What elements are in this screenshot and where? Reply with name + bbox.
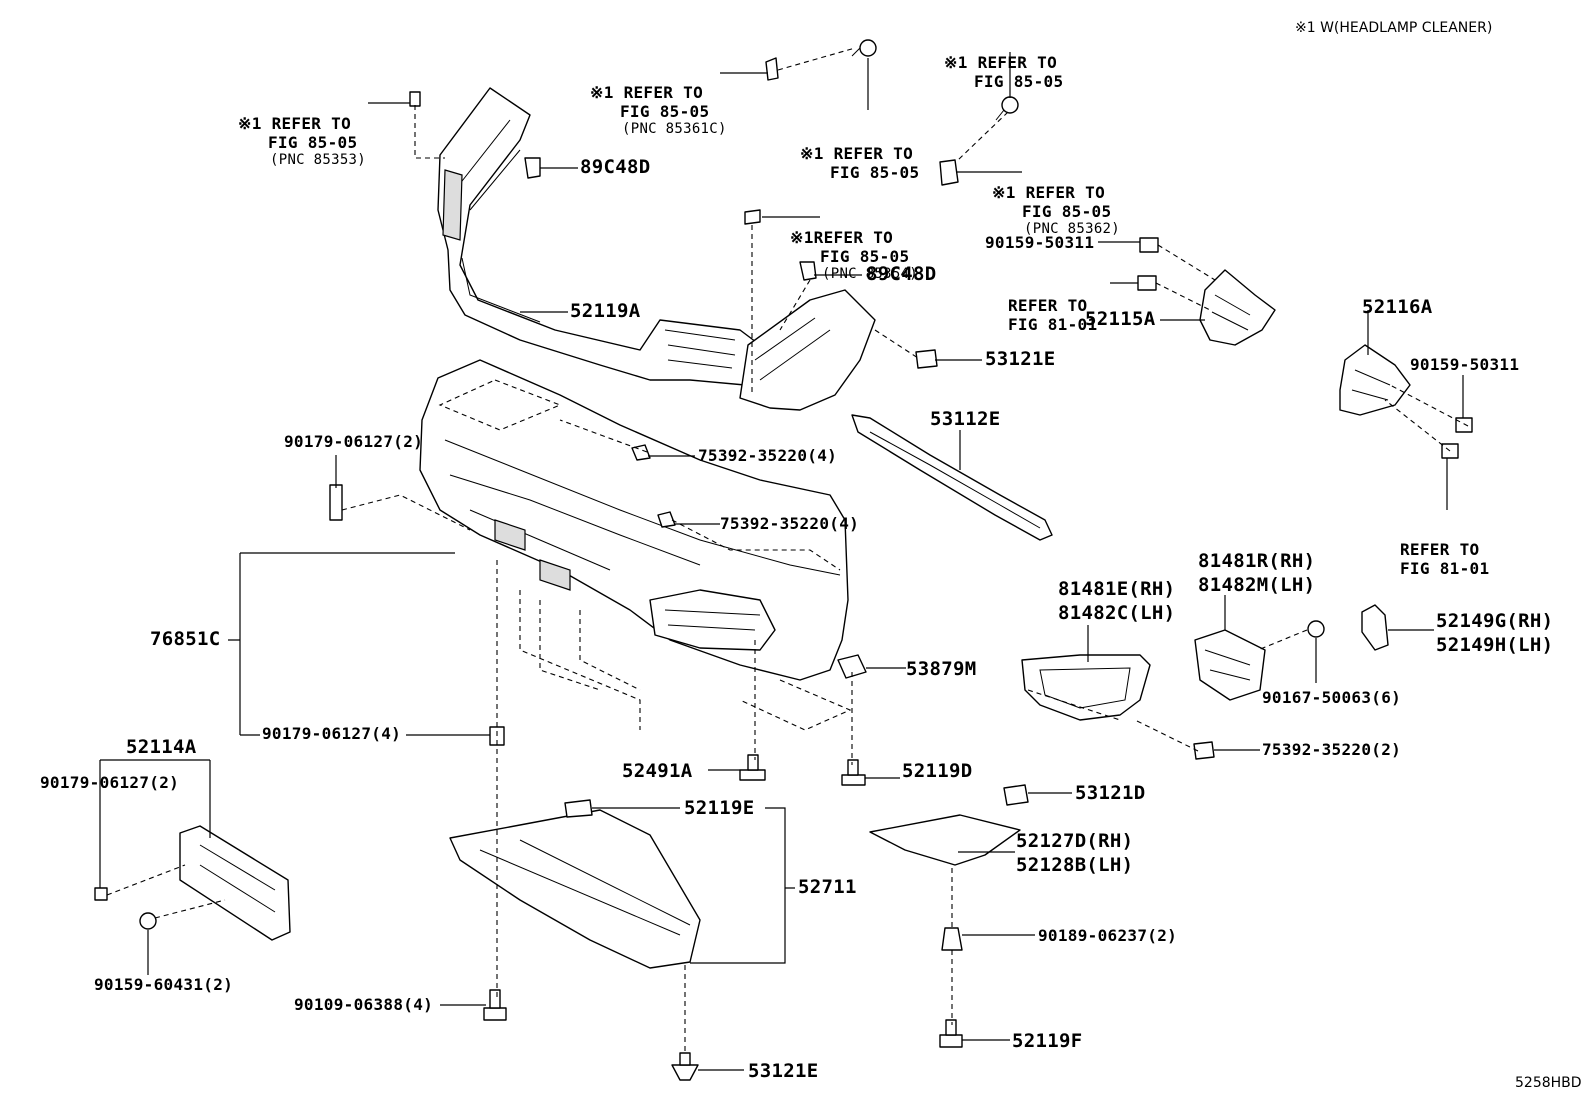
part-label-52119A: 52119A xyxy=(570,300,641,322)
part-label-90167-50063: 90167-50063(6) xyxy=(1262,688,1402,707)
part-label-52119D: 52119D xyxy=(902,760,973,782)
bumper-side-extension xyxy=(739,289,876,411)
bumper-cover-76851C xyxy=(419,359,849,681)
part-label-90179-06127-2b: 90179-06127(2) xyxy=(40,773,180,792)
figure-code: 5258HBD xyxy=(1515,1075,1582,1091)
part-label-81482C: 81482C(LH) xyxy=(1058,602,1176,624)
part-label-52114A: 52114A xyxy=(126,736,197,758)
bracket-85362 xyxy=(939,159,959,186)
part-label-75392-35220-2: 75392-35220(2) xyxy=(1262,740,1402,759)
part-label-52711: 52711 xyxy=(798,876,857,898)
part-label-81482M: 81482M(LH) xyxy=(1198,574,1316,596)
part-label-52119F: 52119F xyxy=(1012,1030,1083,1052)
part-label-52149H: 52149H(LH) xyxy=(1436,634,1554,656)
part-label-75392-35220-4a: 75392-35220(4) xyxy=(698,446,838,465)
part-label-52491A: 52491A xyxy=(622,760,693,782)
part-label-52119E: 52119E xyxy=(684,797,755,819)
screw-icon xyxy=(851,39,877,57)
license-bracket-52114A xyxy=(179,825,291,941)
part-label-81481R: 81481R(RH) xyxy=(1198,550,1316,572)
part-label-53112E: 53112E xyxy=(930,408,1001,430)
fog-lamp-bezel-81481E xyxy=(1021,654,1151,721)
leader-lines xyxy=(99,52,1464,1071)
clip-89C48D-a xyxy=(524,157,541,179)
part-label-90109-06388: 90109-06388(4) xyxy=(294,995,434,1014)
bumper-reinforcement-52119A xyxy=(437,87,761,386)
part-label-90159-60431: 90159-60431(2) xyxy=(94,975,234,994)
part-label-89C48D-b: 89C48D xyxy=(866,263,937,285)
part-label-53121E-a: 53121E xyxy=(985,348,1056,370)
part-label-76851C: 76851C xyxy=(150,628,221,650)
fog-lamp-bracket-81481R xyxy=(1194,629,1266,701)
part-label-53879M: 53879M xyxy=(906,658,977,680)
part-label-53121D: 53121D xyxy=(1075,782,1146,804)
side-under-cover-52127D xyxy=(869,814,1021,866)
fastener-icons xyxy=(94,237,1473,1081)
cap-85354 xyxy=(744,209,761,225)
part-label-75392-35220-4b: 75392-35220(4) xyxy=(720,514,860,533)
part-label-90159-50311-b: 90159-50311 xyxy=(1410,355,1520,374)
part-label-52115A: 52115A xyxy=(1085,308,1156,330)
part-label-52116A: 52116A xyxy=(1362,296,1433,318)
part-label-52128B: 52128B(LH) xyxy=(1016,854,1134,876)
bracket-52115A xyxy=(1199,269,1276,346)
bracket-52116A xyxy=(1339,344,1411,416)
part-label-90159-50311-a: 90159-50311 xyxy=(985,233,1095,252)
screw-icon xyxy=(995,96,1019,121)
part-label-90189-06237: 90189-06237(2) xyxy=(1038,926,1178,945)
part-label-81481E: 81481E(RH) xyxy=(1058,578,1176,600)
diagram-note: ※1 W(HEADLAMP CLEANER) xyxy=(1295,20,1493,36)
part-label-90179-06127-2a: 90179-06127(2) xyxy=(284,432,424,451)
part-label-89C48D-a: 89C48D xyxy=(580,156,651,178)
dashed-assembly-lines xyxy=(106,47,1469,1055)
clip-85361C xyxy=(765,57,779,81)
part-label-52127D: 52127D(RH) xyxy=(1016,830,1134,852)
part-label-90179-06127-4: 90179-06127(4) xyxy=(262,724,402,743)
part-label-52149G: 52149G(RH) xyxy=(1436,610,1554,632)
part-label-53121E-b: 53121E xyxy=(748,1060,819,1082)
clip-85353 xyxy=(409,91,421,107)
grille-53112E xyxy=(851,414,1053,541)
under-cover-52711 xyxy=(449,809,701,969)
bracket-52149G xyxy=(1361,604,1389,651)
clip-89C48D-b xyxy=(799,261,817,281)
